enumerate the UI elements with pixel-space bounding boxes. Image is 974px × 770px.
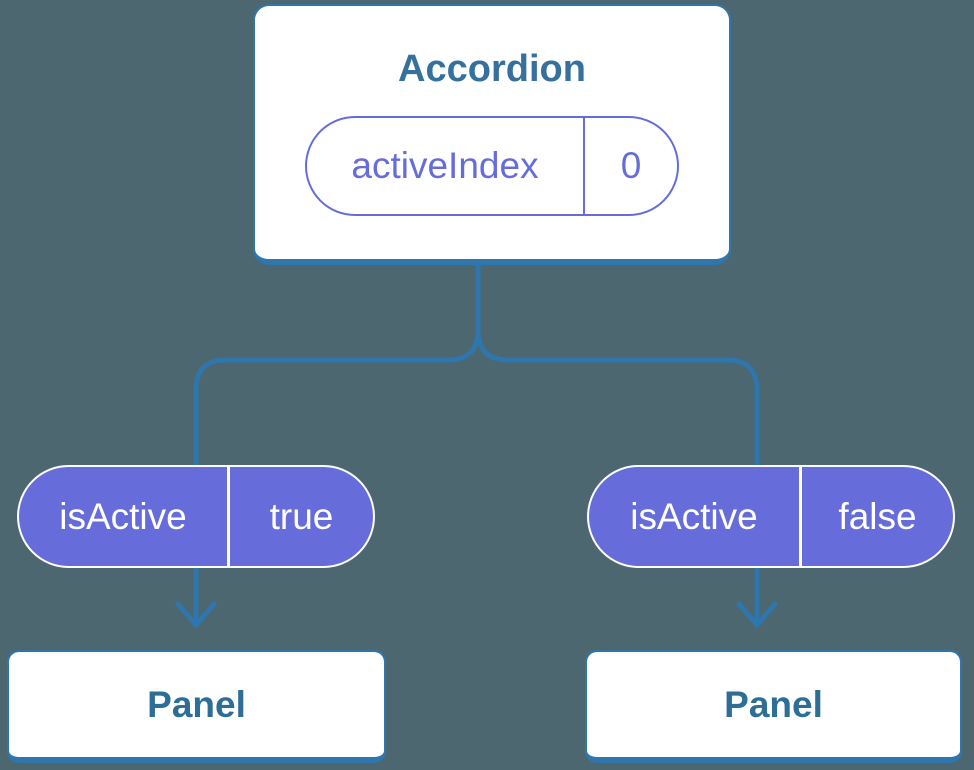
state-value: 0 (620, 145, 642, 186)
connector-branch-right (475, 327, 760, 469)
panel-component-box-left: Panel (7, 650, 386, 763)
activeindex-state-pill: activeIndex 0 (305, 116, 679, 216)
prop-value: false (838, 495, 917, 537)
isactive-prop-pill-left: isActive true (17, 465, 375, 568)
prop-value: true (269, 495, 334, 537)
isactive-prop-pill-right: isActive false (587, 465, 955, 568)
pill-divider (799, 467, 802, 566)
pill-divider (583, 118, 585, 214)
connector-branch-left (193, 327, 481, 469)
accordion-title: Accordion (398, 48, 586, 90)
panel-component-box-right: Panel (585, 650, 962, 763)
state-name: activeIndex (351, 145, 539, 186)
prop-name: isActive (59, 495, 187, 537)
arrow-head-left (175, 601, 217, 628)
panel-title: Panel (724, 683, 823, 725)
arrow-head-right (736, 601, 778, 628)
accordion-component-box: Accordion activeIndex 0 (253, 4, 731, 265)
panel-title: Panel (147, 683, 246, 725)
prop-name: isActive (630, 495, 758, 537)
pill-divider (227, 467, 230, 566)
